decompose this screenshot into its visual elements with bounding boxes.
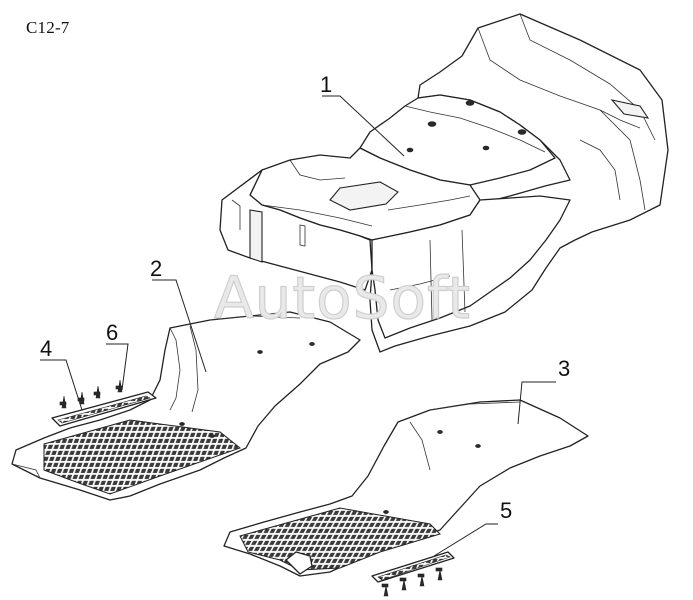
screw-group-part-6	[59, 379, 123, 409]
callout-1: 1	[320, 72, 332, 97]
callout-5: 5	[500, 498, 512, 523]
callout-6: 6	[106, 320, 118, 345]
step-plate-right-part-5	[371, 551, 455, 597]
watermark: AutoSoft	[214, 264, 471, 332]
callout-leaders	[40, 95, 556, 557]
floor-cover-part-1	[219, 13, 669, 353]
step-plate-left-part-4	[51, 379, 157, 427]
callout-4: 4	[40, 336, 52, 361]
floor-mat-right-part-3	[223, 399, 589, 577]
callout-3: 3	[558, 356, 570, 381]
callout-2: 2	[150, 256, 162, 281]
floor-mat-left-part-2	[11, 311, 361, 501]
figure-code: C12-7	[26, 18, 70, 37]
